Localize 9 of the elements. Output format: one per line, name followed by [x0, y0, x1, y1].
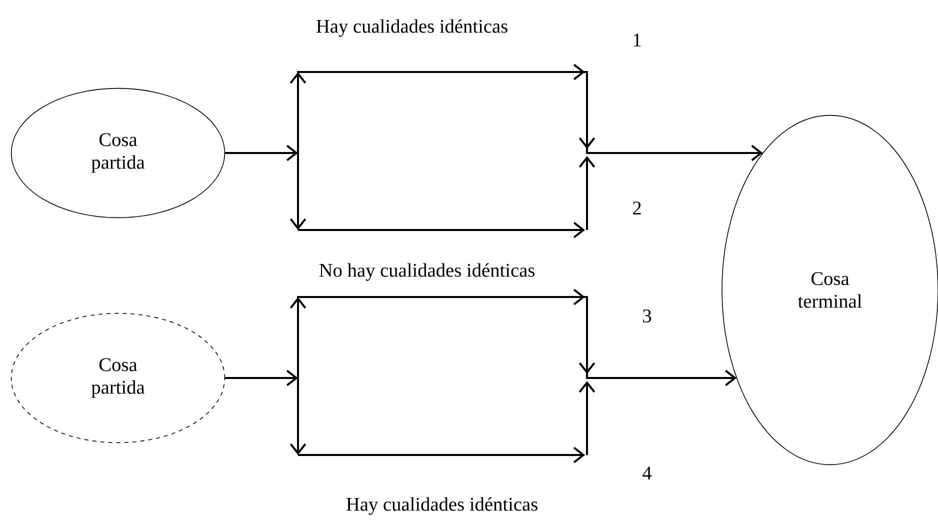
label: 2 [633, 202, 641, 214]
arrow [225, 296, 737, 386]
label: 1 [634, 34, 641, 46]
label: No hay cualidades idénticas [319, 263, 535, 281]
arrow [225, 71, 763, 162]
label: 4 [642, 466, 652, 480]
label: 3 [643, 310, 652, 322]
label: Hay cualidades idénticas [346, 497, 538, 515]
label: Hay cualidades idénticas [316, 19, 508, 37]
